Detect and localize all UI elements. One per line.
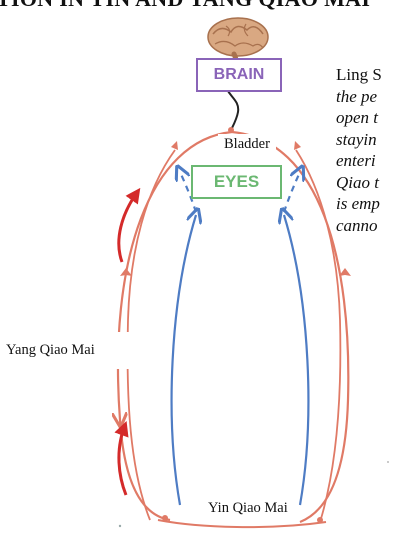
yin-dashed-left — [180, 172, 198, 213]
yang-arrow-right-up — [294, 141, 301, 150]
eyes-box: EYES — [191, 165, 282, 199]
yang-channel-inner-left — [126, 149, 176, 521]
yin-dashed-right — [282, 172, 300, 213]
yang-channel-right — [231, 130, 350, 524]
side-text-line: the pe — [336, 86, 378, 106]
yin-qiao-mai-label: Yin Qiao Mai — [200, 496, 296, 521]
yang-channel-dot-right — [317, 517, 323, 523]
yin-channel-left — [170, 215, 196, 506]
brain-icon — [207, 17, 269, 71]
side-text: Ling S the pe open t stayin enteri Qiao … — [336, 64, 415, 236]
side-text-line: Qiao t — [336, 172, 379, 192]
bladder-label: Bladder — [218, 134, 276, 155]
brain-bladder-connector — [225, 85, 240, 129]
speck — [118, 524, 122, 528]
yin-channel-right — [284, 215, 310, 506]
speck — [387, 461, 389, 463]
yang-arrow-left-up — [171, 141, 178, 150]
side-text-line: open t — [336, 108, 379, 127]
yang-arrow-left-down — [120, 268, 132, 276]
brain-box: BRAIN — [196, 58, 282, 92]
red-arrow-upper-left — [117, 187, 141, 263]
side-text-line: is emp — [336, 194, 380, 213]
yang-arrow-right-down — [339, 268, 351, 276]
yang-qiao-mai-label: Yang Qiao Mai — [2, 332, 141, 369]
side-text-line: Ling S — [336, 65, 382, 84]
side-text-line: canno — [336, 215, 378, 235]
side-text-line: stayin — [336, 129, 377, 149]
yang-channel-dot-left — [162, 515, 168, 521]
page-title: TION IN YIN AND YANG QIAO MAI — [0, 0, 396, 12]
yang-channel-inner-right — [295, 149, 342, 523]
yang-channel-bottom — [157, 519, 327, 529]
side-text-line: enteri — [336, 151, 376, 170]
red-arrow-lower-left — [114, 420, 129, 496]
